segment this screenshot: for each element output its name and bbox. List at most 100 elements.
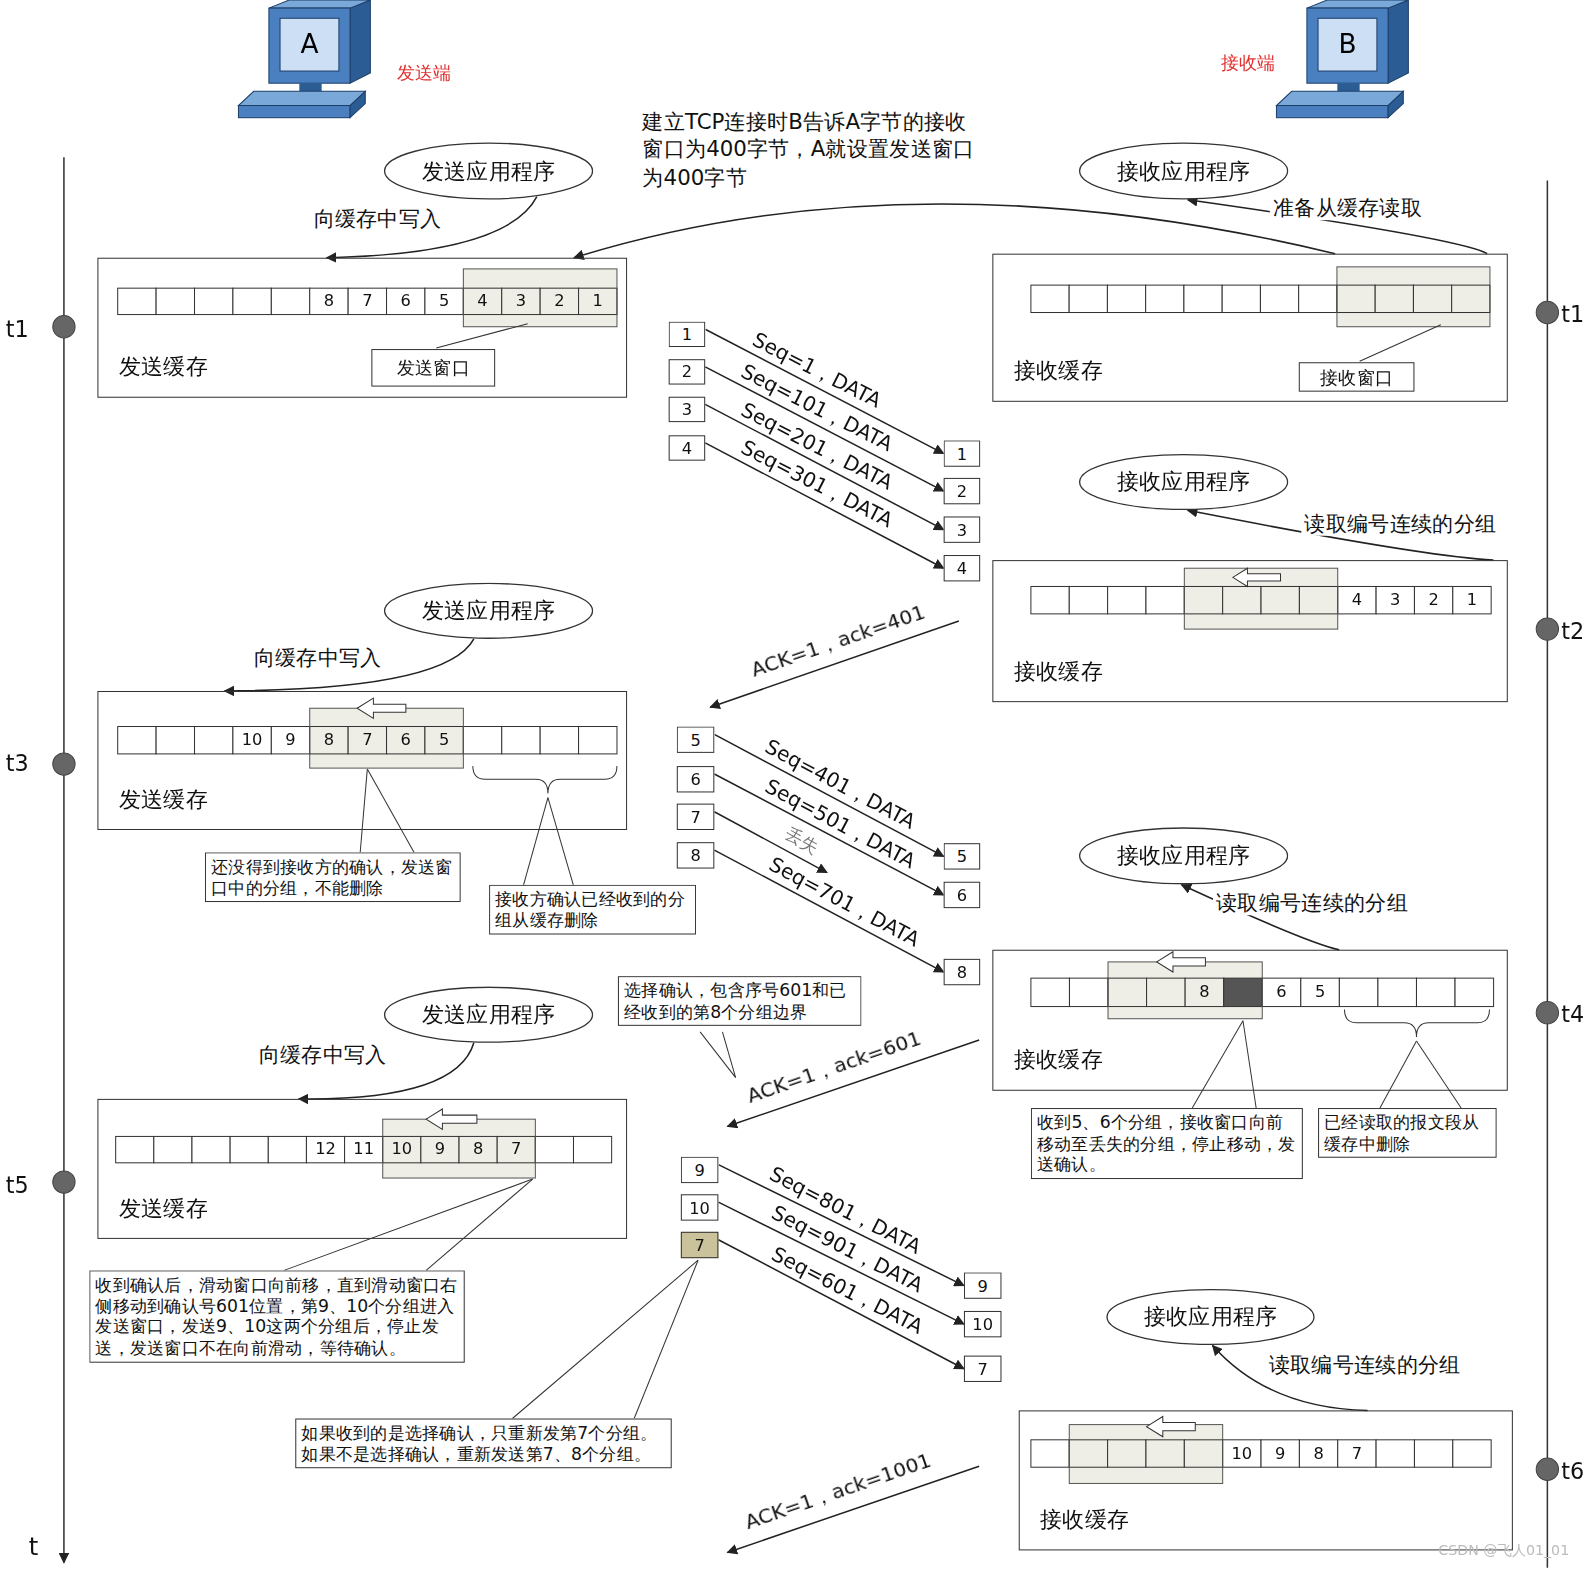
buffer-box: 接收缓存 bbox=[992, 950, 1507, 1091]
node-text: 收到5、6个分组，接收窗口向前移动至丢失的分组，停止移动，发送确认。 bbox=[1037, 1112, 1297, 1175]
cell-rect bbox=[1184, 568, 1337, 629]
text-label: t6 bbox=[1561, 1460, 1584, 1483]
cell-rect bbox=[348, 288, 386, 314]
node-text: 4 bbox=[682, 438, 692, 457]
packet-box: 6 bbox=[677, 766, 715, 792]
time-dot bbox=[53, 1171, 75, 1193]
leader-line bbox=[426, 1179, 533, 1270]
cell-rect bbox=[1414, 586, 1452, 613]
cell-rect bbox=[459, 1136, 497, 1162]
node-text: 2 bbox=[682, 362, 692, 381]
leader-line bbox=[1547, 181, 1549, 1568]
node-text: 3 bbox=[957, 520, 967, 539]
cell-rect bbox=[118, 727, 156, 754]
cell-rect bbox=[116, 1136, 154, 1162]
cell-rect bbox=[573, 1136, 611, 1162]
cell-rect bbox=[1184, 586, 1222, 613]
cell-rect bbox=[306, 1136, 344, 1162]
packet-box: 9 bbox=[964, 1272, 1002, 1298]
text-label: 10 bbox=[391, 1141, 412, 1158]
cell-rect bbox=[1222, 285, 1260, 312]
cell-rect bbox=[383, 1119, 536, 1178]
text-label: 5 bbox=[1315, 984, 1325, 1001]
connector bbox=[718, 1165, 964, 1286]
text-label: ACK=1，ack=1001 bbox=[742, 1450, 934, 1534]
node-text: 2 bbox=[957, 481, 967, 500]
edge-label: 向缓存中写入 bbox=[310, 207, 444, 231]
text-label: 8 bbox=[1313, 1445, 1323, 1462]
text-label: B bbox=[1338, 31, 1356, 59]
text-label: t1 bbox=[1561, 303, 1584, 326]
shape-polygon bbox=[1157, 952, 1206, 972]
node-text: 8 bbox=[690, 846, 700, 865]
text-label: ACK=1，ack=601 bbox=[744, 1028, 923, 1108]
connector bbox=[714, 734, 943, 856]
packet-box: 8 bbox=[677, 842, 715, 868]
edge-label: 向缓存中写入 bbox=[256, 1043, 390, 1067]
text-label: t2 bbox=[1561, 619, 1584, 642]
app-ellipse: 发送应用程序 bbox=[384, 582, 594, 639]
shape-polygon bbox=[426, 1109, 477, 1129]
cell-rect bbox=[1413, 285, 1451, 312]
text-label: 3 bbox=[1390, 592, 1400, 609]
cell-rect bbox=[1147, 978, 1186, 1006]
time-dot bbox=[1536, 1458, 1558, 1480]
cell-rect bbox=[497, 1136, 535, 1162]
cell-rect bbox=[348, 727, 386, 754]
app-ellipse: 接收应用程序 bbox=[1079, 454, 1289, 511]
leader-line bbox=[524, 798, 548, 885]
text-label: 7 bbox=[511, 1141, 521, 1158]
cell-rect bbox=[1378, 978, 1417, 1006]
node-text: 接收应用程序 bbox=[1117, 156, 1251, 186]
text-label: 10 bbox=[242, 732, 263, 749]
cell-rect bbox=[1299, 586, 1337, 613]
packet-box: 6 bbox=[944, 882, 981, 908]
text-label: t5 bbox=[6, 1173, 29, 1196]
text-label: 7 bbox=[362, 293, 372, 310]
app-ellipse: 接收应用程序 bbox=[1079, 827, 1289, 885]
cell-rect bbox=[1108, 962, 1262, 1019]
edge-label: 读取编号连续的分组 bbox=[1213, 891, 1411, 915]
node-text: 5 bbox=[957, 847, 967, 866]
node-text: 7 bbox=[694, 1235, 704, 1254]
cell-rect bbox=[1337, 267, 1490, 327]
cell-rect bbox=[540, 288, 578, 314]
edge-label: 读取编号连续的分组 bbox=[1266, 1353, 1464, 1377]
window-tag: 发送窗口 bbox=[371, 349, 495, 387]
text-label: 1 bbox=[593, 293, 603, 310]
text-label: 5 bbox=[439, 732, 449, 749]
cell-rect bbox=[383, 1136, 421, 1162]
connector bbox=[574, 204, 1335, 258]
node-text: 6 bbox=[957, 885, 967, 904]
packet-box: 3 bbox=[944, 516, 981, 542]
cell-rect bbox=[1069, 586, 1107, 613]
cell-rect bbox=[310, 708, 464, 768]
text-label: 6 bbox=[401, 293, 411, 310]
leader-line bbox=[360, 769, 367, 852]
cell-rect bbox=[1338, 1440, 1376, 1467]
cell-rect bbox=[1069, 1425, 1222, 1484]
text-label: 1 bbox=[1467, 592, 1477, 609]
time-dot bbox=[53, 316, 75, 338]
cell-rect bbox=[1376, 1440, 1414, 1467]
buffer-box: 接收缓存 bbox=[992, 560, 1507, 702]
callout-box: 选择确认，包含序号601和已经收到的第8个分组边界 bbox=[618, 976, 862, 1026]
leader-line bbox=[548, 798, 573, 885]
cell-rect bbox=[1299, 1440, 1337, 1467]
text-label: 9 bbox=[285, 732, 295, 749]
node-text: 6 bbox=[690, 770, 700, 789]
cell-rect bbox=[345, 1136, 383, 1162]
node-text: 接收应用程序 bbox=[1144, 1302, 1278, 1332]
cell-rect bbox=[271, 727, 309, 754]
pointer-line bbox=[700, 1032, 736, 1078]
node-text: 发送缓存 bbox=[119, 784, 208, 814]
packet-box: 8 bbox=[944, 959, 981, 985]
ellipse-shape bbox=[1080, 455, 1288, 510]
cell-rect bbox=[579, 727, 617, 754]
cell-rect bbox=[310, 288, 348, 314]
edge-label: 向缓存中写入 bbox=[251, 645, 385, 669]
packet-box: 1 bbox=[669, 322, 706, 347]
edge-label: Seq=701，DATA bbox=[766, 854, 923, 951]
callout-box: 收到确认后，滑动窗口向前移，直到滑动窗口右侧移动到确认号601位置，第9、10个… bbox=[89, 1270, 464, 1362]
